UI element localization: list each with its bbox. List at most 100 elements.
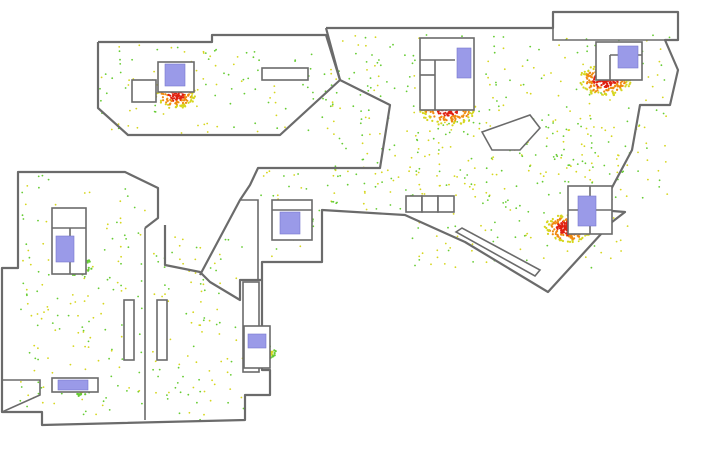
- density-dot: [515, 185, 518, 188]
- density-dot: [297, 173, 299, 175]
- density-dot: [213, 262, 216, 265]
- density-dot-hotspot: [429, 110, 432, 113]
- density-dot-hotspot: [617, 85, 621, 88]
- density-dot: [202, 78, 205, 80]
- wall-bottom-left-room: [1, 379, 41, 413]
- density-dot: [208, 319, 211, 322]
- density-dot: [523, 234, 526, 237]
- density-dot: [21, 191, 24, 194]
- density-dot-hotspot: [560, 216, 563, 219]
- density-dot: [534, 154, 537, 156]
- density-dot-hotspot: [559, 237, 562, 240]
- density-dot: [294, 60, 296, 62]
- density-dot: [637, 151, 639, 154]
- density-dot: [576, 163, 579, 166]
- density-dot: [615, 240, 618, 243]
- density-dot: [505, 96, 507, 99]
- stair-core-top-right: [595, 41, 643, 81]
- density-dot-hotspot: [421, 111, 424, 115]
- density-dot: [330, 84, 333, 86]
- density-dot: [447, 249, 450, 252]
- density-dot: [305, 188, 308, 190]
- density-dot-hotspot: [628, 83, 631, 86]
- density-dot: [389, 46, 391, 48]
- density-dot: [545, 171, 547, 174]
- density-dot: [24, 203, 27, 206]
- density-dot: [69, 363, 72, 366]
- density-dot: [504, 201, 507, 203]
- density-dot-hotspot: [449, 110, 452, 113]
- density-dot-hotspot: [431, 110, 434, 113]
- density-dot: [600, 251, 603, 254]
- density-dot: [27, 394, 30, 397]
- stair-core-bottom-left: [51, 377, 99, 393]
- density-dot: [58, 328, 61, 330]
- density-dot: [111, 77, 114, 80]
- density-dot: [526, 232, 529, 235]
- density-dot: [215, 323, 218, 326]
- density-dot: [168, 391, 170, 394]
- density-dot: [406, 85, 409, 88]
- density-dot: [468, 120, 470, 122]
- density-dot: [386, 169, 389, 172]
- density-dot: [133, 206, 136, 209]
- density-dot-hotspot: [174, 94, 178, 97]
- wall-left-wing: [0, 170, 272, 427]
- density-dot: [338, 137, 341, 140]
- density-dot: [138, 371, 141, 374]
- density-dot: [518, 152, 521, 155]
- density-dot-hotspot: [192, 96, 195, 99]
- density-dot-hotspot: [612, 86, 615, 89]
- density-dot-hotspot: [580, 71, 584, 75]
- density-dot: [609, 99, 611, 101]
- density-dot: [118, 46, 121, 48]
- density-dot: [196, 88, 199, 91]
- density-dot: [529, 236, 532, 239]
- density-dot: [379, 95, 382, 98]
- density-dot: [332, 174, 335, 177]
- density-dot: [323, 73, 326, 76]
- density-dot: [381, 181, 383, 184]
- density-dot: [178, 363, 181, 366]
- density-dot: [220, 360, 223, 363]
- density-dot: [547, 126, 550, 129]
- density-dot: [542, 175, 545, 178]
- density-dot: [371, 54, 373, 56]
- density-dot: [330, 72, 333, 75]
- density-dot-hotspot: [419, 110, 422, 113]
- density-dot: [646, 147, 648, 150]
- density-dot: [498, 109, 500, 112]
- density-dot: [87, 295, 89, 297]
- density-dot-hotspot: [568, 240, 572, 243]
- density-dot: [448, 122, 450, 125]
- density-dot: [241, 246, 243, 248]
- fixture-bench-1: [405, 195, 423, 213]
- density-dot: [490, 229, 493, 231]
- density-dot: [254, 122, 257, 125]
- density-dot: [590, 266, 593, 269]
- density-dot: [369, 77, 372, 79]
- density-dot: [53, 402, 56, 405]
- density-dot: [104, 73, 107, 75]
- density-dot: [101, 404, 104, 407]
- density-dot: [123, 234, 126, 237]
- density-dot: [120, 262, 122, 265]
- density-dot: [103, 249, 106, 251]
- stair-core-center-lower: [243, 325, 271, 369]
- density-dot: [668, 36, 671, 39]
- density-dot: [345, 147, 347, 150]
- density-dot: [584, 162, 587, 165]
- density-dot: [33, 369, 36, 372]
- density-dot-hotspot: [604, 92, 607, 95]
- density-dot: [117, 260, 120, 263]
- density-dot: [28, 256, 31, 259]
- fixture-pillar-1: [123, 299, 135, 361]
- density-dot-hotspot: [449, 116, 453, 119]
- density-dot-hotspot: [462, 118, 465, 122]
- density-dot: [445, 184, 448, 187]
- density-dot: [26, 294, 28, 297]
- density-dot: [617, 164, 620, 167]
- density-dot: [37, 270, 40, 273]
- density-dot: [519, 248, 522, 251]
- density-dot: [357, 44, 360, 46]
